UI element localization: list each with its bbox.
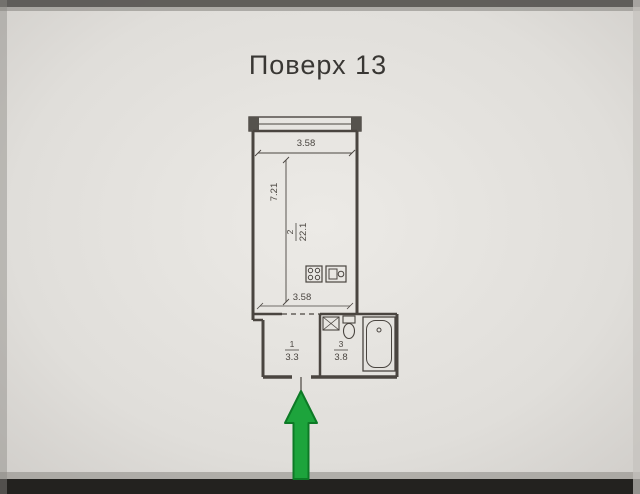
hall-and-bath-walls (253, 312, 399, 379)
scan-top-fade (0, 7, 640, 11)
bath-number: 3 (339, 339, 344, 349)
kitchen-sink-icon (325, 265, 347, 283)
dimension-top-width: 3.58 (254, 138, 356, 157)
dimension-label: 3.58 (297, 138, 316, 149)
floor-plan: 3.58 7.21 2 22.1 (248, 116, 399, 480)
hall-number: 1 (290, 339, 295, 349)
scan-right-edge (633, 0, 640, 494)
stove-icon (305, 265, 323, 283)
room-walls (251, 129, 359, 320)
window-end-block-left (249, 117, 259, 131)
scan-bottom-band (0, 479, 640, 494)
dimension-label: 7.21 (269, 183, 280, 202)
bath-area: 3.8 (334, 352, 347, 363)
hall-label: 1 3.3 (285, 339, 299, 363)
bathtub-icon (362, 316, 396, 372)
entrance-arrow-shape (284, 390, 318, 480)
page-title: Поверх 13 (249, 50, 387, 80)
dimension-room-depth: 7.21 (269, 156, 290, 306)
dimension-label: 3.58 (293, 292, 312, 303)
room-number: 2 (285, 229, 295, 234)
hall-area: 3.3 (285, 352, 298, 363)
toilet-icon (342, 315, 356, 340)
room-area-label: 2 22.1 (285, 223, 309, 242)
room-area: 22.1 (298, 223, 309, 242)
dimension-inner-width: 3.58 (256, 292, 354, 310)
scan-left-edge (0, 0, 7, 494)
entrance-arrow-icon (284, 390, 318, 480)
scan-bottom-fade (0, 472, 640, 480)
scan-top-band (0, 0, 640, 7)
window-end-block-right (351, 117, 361, 131)
washbasin-icon (322, 316, 340, 331)
bath-label: 3 3.8 (334, 339, 348, 363)
